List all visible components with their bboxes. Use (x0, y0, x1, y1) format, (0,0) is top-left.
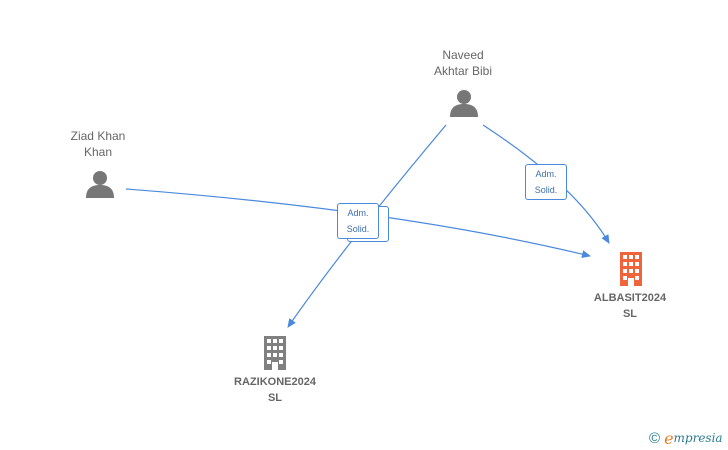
company-name-line2: SL (267, 392, 283, 404)
building-icon-highlighted[interactable] (617, 252, 645, 286)
company-name-line2: SL (622, 308, 638, 320)
person-label-ziad: Ziad Khan Khan (48, 128, 148, 160)
person-name-line2: Akhtar Bibi (433, 64, 493, 78)
brand-logo-name: mpresia (673, 431, 723, 445)
building-icon[interactable] (261, 336, 289, 370)
person-icon[interactable] (85, 169, 115, 199)
edge-role-line2: Solid. (534, 185, 558, 195)
copyright-symbol: © (649, 429, 661, 447)
person-label-naveed: Naveed Akhtar Bibi (413, 47, 513, 79)
company-label-albasit[interactable]: ALBASIT2024 SL (578, 290, 682, 322)
company-name-line1: RAZIKONE2024 (234, 376, 316, 388)
brand-logo-initial: e (664, 428, 674, 448)
edge-role-line1: Adm. (535, 169, 557, 179)
edge-label-naveed-albasit[interactable]: Adm. Solid. (525, 164, 567, 200)
person-name-line2: Khan (83, 145, 113, 159)
company-label-razikone[interactable]: RAZIKONE2024 SL (223, 374, 327, 406)
company-name-line1: ALBASIT2024 (593, 292, 667, 304)
edge-label-ziad-albasit[interactable]: Adm. Solid. (337, 203, 379, 239)
person-name-line1: Naveed (442, 48, 484, 62)
person-name-line1: Ziad Khan (70, 129, 126, 143)
person-icon[interactable] (449, 88, 479, 118)
edge-role-line1: Adm. (347, 208, 369, 218)
brand-footer: © e mpresia (649, 428, 723, 448)
edge-role-line2: Solid. (346, 224, 370, 234)
